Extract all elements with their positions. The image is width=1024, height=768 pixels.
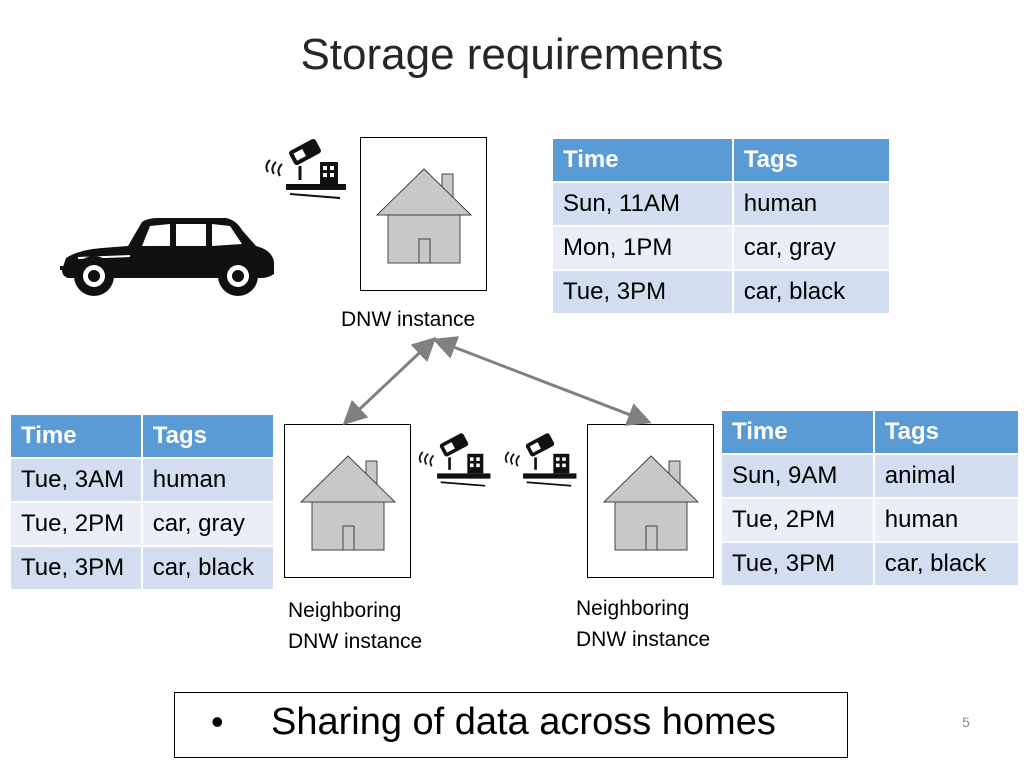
table-cell: Tue, 3PM <box>551 269 734 315</box>
neighbor-right-label-line2: DNW instance <box>576 628 711 651</box>
bullet-box: • Sharing of data across homes <box>174 692 848 758</box>
table-cell: Tue, 3PM <box>720 541 875 587</box>
slide-title: Storage requirements <box>300 30 724 79</box>
table-cell: car, black <box>140 545 276 591</box>
table-cell: Tue, 2PM <box>9 501 143 547</box>
table-row: Tue, 2PM human <box>720 497 1021 543</box>
car-icon <box>60 218 274 296</box>
left-tag-table: Time Tags Tue, 3AM human Tue, 2PM car, g… <box>9 413 276 591</box>
table-cell: Tue, 3PM <box>9 545 143 591</box>
top-tag-table: Time Tags Sun, 11AM human Mon, 1PM car, … <box>551 137 892 315</box>
table-header: Tags <box>731 137 892 183</box>
table-row: Mon, 1PM car, gray <box>551 225 892 271</box>
neighbor-left-label-line1: Neighboring <box>288 599 402 622</box>
table-cell: human <box>140 457 276 503</box>
table-row: Tue, 3AM human <box>9 457 276 503</box>
table-row: Tue, 2PM car, gray <box>9 501 276 547</box>
table-cell: car, black <box>731 269 892 315</box>
table-row: Sun, 9AM animal <box>720 453 1021 499</box>
table-header: Time <box>9 413 143 459</box>
table-cell: car, gray <box>140 501 276 547</box>
page-number: 5 <box>962 714 970 730</box>
table-cell: Sun, 9AM <box>720 453 875 499</box>
table-header: Time <box>720 409 875 455</box>
dnw-instance-label: DNW instance <box>341 308 476 331</box>
table-row: Tue, 3PM car, black <box>720 541 1021 587</box>
bullet-icon: • <box>211 701 224 742</box>
arrow-to-left-neighbor <box>342 336 437 426</box>
table-row: Tue, 3PM car, black <box>9 545 276 591</box>
neighbor-right-label-line1: Neighboring <box>576 597 690 620</box>
right-tag-table: Time Tags Sun, 9AM animal Tue, 2PM human… <box>720 409 1021 587</box>
house-icon <box>602 455 700 551</box>
dnw-instance-box <box>360 137 487 291</box>
bullet-text: Sharing of data across homes <box>271 701 776 743</box>
neighbor-left-box <box>284 424 411 578</box>
house-icon <box>299 455 397 551</box>
table-cell: Sun, 11AM <box>551 181 734 227</box>
neighbor-left-label-line2: DNW instance <box>288 630 423 653</box>
table-cell: Tue, 2PM <box>720 497 875 543</box>
table-cell: car, gray <box>731 225 892 271</box>
table-cell: human <box>872 497 1021 543</box>
table-cell: human <box>731 181 892 227</box>
table-row: Sun, 11AM human <box>551 181 892 227</box>
security-camera-icon <box>504 433 577 487</box>
table-cell: animal <box>872 453 1021 499</box>
table-header: Time <box>551 137 734 183</box>
table-header: Tags <box>140 413 276 459</box>
house-icon <box>375 168 473 264</box>
neighbor-right-box <box>587 424 714 578</box>
table-cell: Tue, 3AM <box>9 457 143 503</box>
table-cell: Mon, 1PM <box>551 225 734 271</box>
security-camera-icon <box>265 138 346 199</box>
security-camera-icon <box>418 433 491 487</box>
arrow-to-right-neighbor <box>432 336 652 426</box>
table-row: Tue, 3PM car, black <box>551 269 892 315</box>
table-cell: car, black <box>872 541 1021 587</box>
table-header: Tags <box>872 409 1021 455</box>
